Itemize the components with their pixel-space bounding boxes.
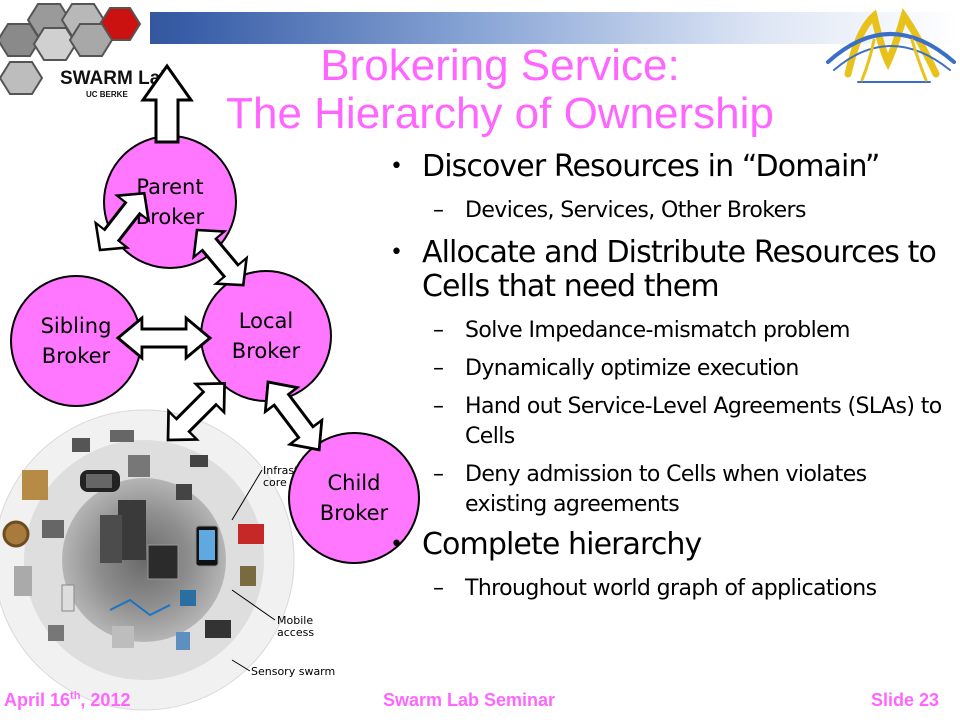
bridge-logo <box>826 7 956 83</box>
svg-text:Sensory swarm: Sensory swarm <box>251 665 335 678</box>
sub-bullet-item: –Solve Impedance-mismatch problem <box>433 318 850 343</box>
footer-title: Swarm Lab Seminar <box>383 690 556 710</box>
svg-text:Mobile: Mobile <box>277 614 313 627</box>
swarm-lab-logo: SWARM Lab UC BERKE <box>0 0 172 104</box>
bullet-item: •Allocate and Distribute Resources to Ce… <box>390 235 937 304</box>
slide-number: Slide 23 <box>871 690 940 710</box>
arrow-parent-sibling <box>82 179 162 264</box>
bullet-list: •Discover Resources in “Domain” –Devices… <box>388 150 953 612</box>
sub-bullet-item: –Throughout world graph of applications <box>433 576 877 601</box>
svg-text:UC BERKE: UC BERKE <box>86 90 128 99</box>
sub-bullet-item: –Hand out Service-Level Agreements (SLAs… <box>433 394 942 449</box>
svg-text:core: core <box>263 476 287 489</box>
arrow-local-child <box>250 368 337 464</box>
footer-date: April 16th, 2012 <box>4 690 131 710</box>
arrow-local-swarm <box>152 367 241 456</box>
header-band <box>0 12 960 44</box>
sub-bullet-item: –Deny admission to Cells when violates e… <box>433 462 867 517</box>
parent-up-arrow <box>140 63 194 144</box>
sub-bullet-item: –Dynamically optimize execution <box>433 356 799 381</box>
title-line-1: Brokering Service: <box>320 41 680 90</box>
bullet-item: •Discover Resources in “Domain” <box>390 149 880 184</box>
bullet-item: •Complete hierarchy <box>390 527 702 562</box>
title-line-2: The Hierarchy of Ownership <box>226 89 774 138</box>
slide-title: Brokering Service: The Hierarchy of Owne… <box>150 42 850 138</box>
sub-bullet-item: –Devices, Services, Other Brokers <box>433 198 806 223</box>
arrow-sibling-local <box>116 316 212 360</box>
svg-text:access: access <box>277 626 314 639</box>
svg-text:SWARM Lab: SWARM Lab <box>60 68 172 89</box>
svg-text:Infrast: Infrast <box>263 464 299 477</box>
arrow-parent-local <box>180 215 260 300</box>
